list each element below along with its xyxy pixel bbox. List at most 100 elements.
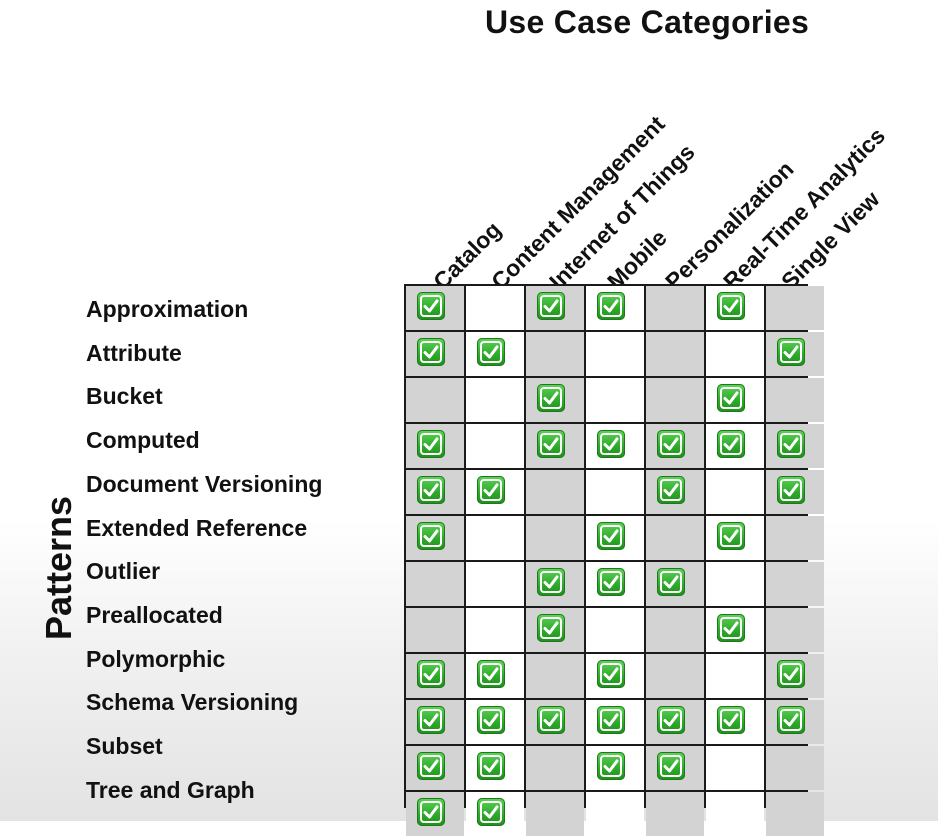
row-header-schema-versioning: Schema Versioning xyxy=(86,689,299,716)
cell-attribute-catalog xyxy=(406,332,464,376)
cell-bucket-personalization xyxy=(646,378,704,422)
cell-tree-and-graph-mobile xyxy=(586,792,644,836)
cell-document-versioning-personalization xyxy=(646,470,704,514)
cell-approximation-content-management xyxy=(466,286,524,330)
row-header-extended-reference: Extended Reference xyxy=(86,514,308,541)
check-mark-icon xyxy=(597,522,625,550)
cell-tree-and-graph-personalization xyxy=(646,792,704,836)
check-mark-icon xyxy=(657,752,685,780)
cell-preallocated-mobile xyxy=(586,608,644,652)
check-mark-icon xyxy=(417,338,445,366)
check-mark-icon xyxy=(477,752,505,780)
cell-attribute-mobile xyxy=(586,332,644,376)
cell-outlier-real-time-analytics xyxy=(706,562,764,606)
cell-extended-reference-personalization xyxy=(646,516,704,560)
cell-computed-real-time-analytics xyxy=(706,424,764,468)
check-mark-icon xyxy=(777,706,805,734)
check-mark-icon xyxy=(777,430,805,458)
cell-polymorphic-single-view xyxy=(766,654,824,698)
cell-polymorphic-catalog xyxy=(406,654,464,698)
cell-preallocated-content-management xyxy=(466,608,524,652)
cell-approximation-personalization xyxy=(646,286,704,330)
cell-bucket-real-time-analytics xyxy=(706,378,764,422)
cell-document-versioning-real-time-analytics xyxy=(706,470,764,514)
cell-approximation-real-time-analytics xyxy=(706,286,764,330)
check-mark-icon xyxy=(657,568,685,596)
check-mark-icon xyxy=(597,430,625,458)
check-mark-icon xyxy=(417,292,445,320)
check-mark-icon xyxy=(717,522,745,550)
cell-approximation-internet-of-things xyxy=(526,286,584,330)
check-mark-icon xyxy=(417,430,445,458)
cell-outlier-content-management xyxy=(466,562,524,606)
check-mark-icon xyxy=(597,706,625,734)
cell-bucket-single-view xyxy=(766,378,824,422)
cell-subset-real-time-analytics xyxy=(706,746,764,790)
check-mark-icon xyxy=(537,430,565,458)
cell-subset-mobile xyxy=(586,746,644,790)
check-mark-icon xyxy=(477,476,505,504)
row-header-tree-and-graph: Tree and Graph xyxy=(86,776,255,803)
cell-approximation-single-view xyxy=(766,286,824,330)
cell-extended-reference-mobile xyxy=(586,516,644,560)
cell-schema-versioning-mobile xyxy=(586,700,644,744)
cell-tree-and-graph-internet-of-things xyxy=(526,792,584,836)
cell-schema-versioning-real-time-analytics xyxy=(706,700,764,744)
cell-bucket-internet-of-things xyxy=(526,378,584,422)
cell-subset-content-management xyxy=(466,746,524,790)
check-mark-icon xyxy=(537,568,565,596)
cell-preallocated-single-view xyxy=(766,608,824,652)
check-mark-icon xyxy=(717,384,745,412)
check-mark-icon xyxy=(417,522,445,550)
row-header-document-versioning: Document Versioning xyxy=(86,470,323,497)
check-mark-icon xyxy=(657,476,685,504)
cell-extended-reference-catalog xyxy=(406,516,464,560)
check-mark-icon xyxy=(657,430,685,458)
cell-outlier-mobile xyxy=(586,562,644,606)
cell-attribute-content-management xyxy=(466,332,524,376)
check-mark-icon xyxy=(537,614,565,642)
check-mark-icon xyxy=(477,798,505,826)
check-mark-icon xyxy=(417,798,445,826)
check-mark-icon xyxy=(657,706,685,734)
pattern-matrix xyxy=(404,284,824,836)
cell-computed-mobile xyxy=(586,424,644,468)
cell-polymorphic-internet-of-things xyxy=(526,654,584,698)
cell-tree-and-graph-single-view xyxy=(766,792,824,836)
cell-subset-personalization xyxy=(646,746,704,790)
check-mark-icon xyxy=(597,292,625,320)
check-mark-icon xyxy=(477,706,505,734)
cell-tree-and-graph-real-time-analytics xyxy=(706,792,764,836)
cell-schema-versioning-internet-of-things xyxy=(526,700,584,744)
cell-polymorphic-real-time-analytics xyxy=(706,654,764,698)
check-mark-icon xyxy=(477,338,505,366)
row-header-approximation: Approximation xyxy=(86,296,249,322)
row-header-bucket: Bucket xyxy=(86,383,163,410)
cell-outlier-personalization xyxy=(646,562,704,606)
cell-subset-internet-of-things xyxy=(526,746,584,790)
check-mark-icon xyxy=(417,476,445,504)
check-mark-icon xyxy=(597,660,625,688)
row-header-attribute: Attribute xyxy=(86,339,182,366)
cell-attribute-single-view xyxy=(766,332,824,376)
cell-polymorphic-personalization xyxy=(646,654,704,698)
check-mark-icon xyxy=(537,706,565,734)
cell-subset-single-view xyxy=(766,746,824,790)
cell-schema-versioning-personalization xyxy=(646,700,704,744)
cell-document-versioning-mobile xyxy=(586,470,644,514)
check-mark-icon xyxy=(777,476,805,504)
cell-computed-internet-of-things xyxy=(526,424,584,468)
cell-computed-content-management xyxy=(466,424,524,468)
check-mark-icon xyxy=(717,292,745,320)
cell-schema-versioning-content-management xyxy=(466,700,524,744)
cell-extended-reference-internet-of-things xyxy=(526,516,584,560)
check-mark-icon xyxy=(717,614,745,642)
cell-computed-catalog xyxy=(406,424,464,468)
cell-document-versioning-single-view xyxy=(766,470,824,514)
check-mark-icon xyxy=(417,660,445,688)
cell-approximation-mobile xyxy=(586,286,644,330)
check-mark-icon xyxy=(597,752,625,780)
cell-preallocated-catalog xyxy=(406,608,464,652)
check-mark-icon xyxy=(477,660,505,688)
cell-extended-reference-real-time-analytics xyxy=(706,516,764,560)
